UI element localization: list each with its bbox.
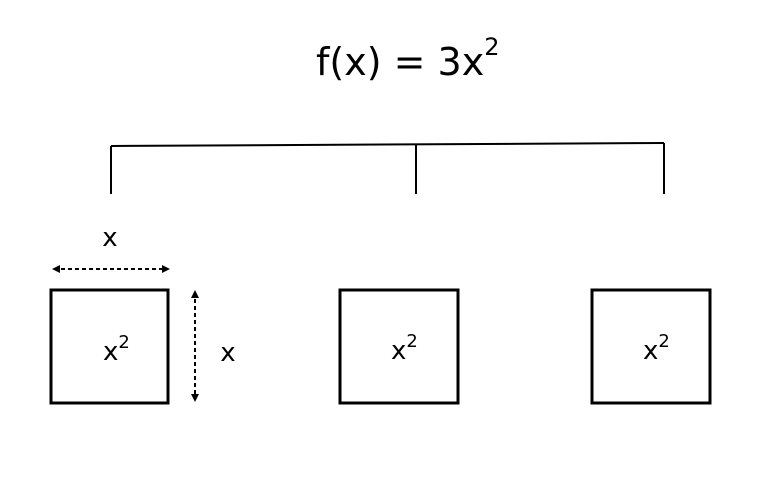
square-3: x2 — [590, 288, 712, 405]
bracket-top-line — [110, 142, 665, 147]
square-1: x2 — [49, 288, 170, 405]
square-3-label: x2 — [643, 331, 670, 366]
formula-base: f(x) = 3x — [316, 40, 484, 84]
square-2-label: x2 — [391, 331, 418, 366]
height-label: x — [220, 338, 235, 368]
square-3-box — [590, 288, 712, 405]
square-1-box — [49, 288, 170, 405]
square-1-label: x2 — [103, 332, 130, 367]
square-2-box — [338, 288, 460, 405]
formula-exponent: 2 — [484, 33, 499, 61]
square-2: x2 — [338, 288, 460, 405]
formula-title: f(x) = 3x2 — [316, 33, 499, 84]
width-label: x — [102, 223, 117, 253]
bracket-connector — [110, 142, 665, 194]
